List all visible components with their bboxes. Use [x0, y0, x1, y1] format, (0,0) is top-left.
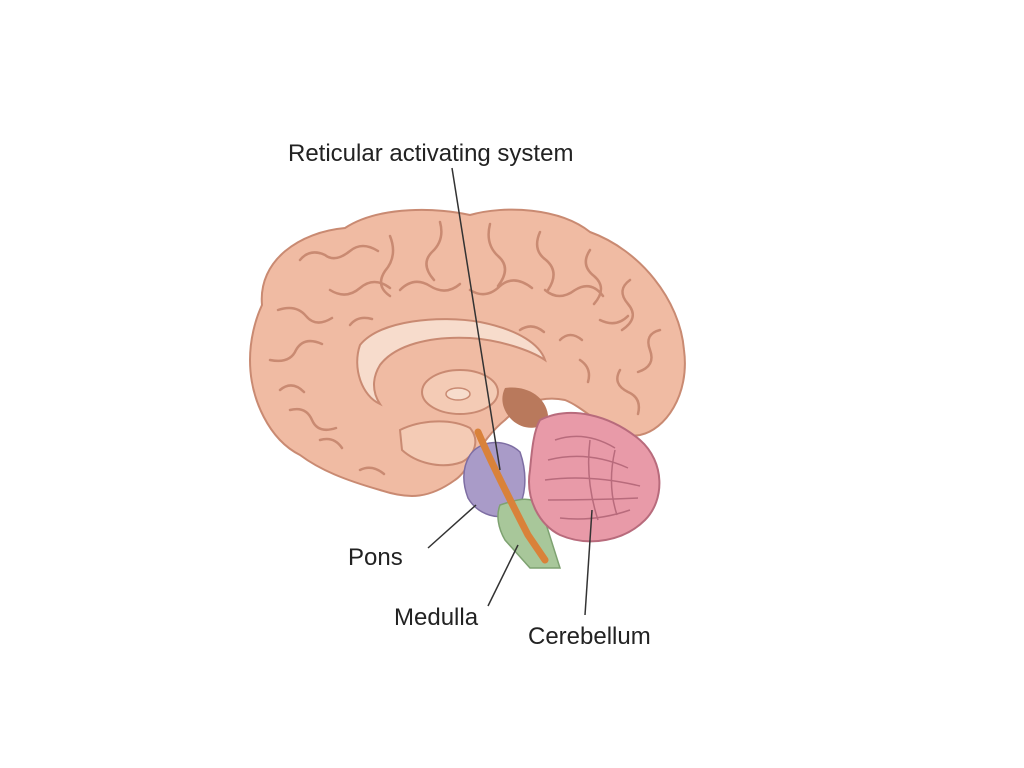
- reticular-activating-system-structure: [474, 428, 549, 564]
- thalamus-inner: [445, 387, 471, 401]
- label-medulla: Medulla: [394, 604, 479, 631]
- leader-lines: [427, 167, 593, 616]
- label-cerebellum: Cerebellum: [528, 623, 651, 650]
- hypothalamus: [398, 420, 477, 467]
- medulla-leader-line: [487, 544, 519, 607]
- pons-leader-line: [427, 504, 477, 549]
- corpus-callosum: [356, 318, 547, 407]
- gyri-folds: [268, 220, 662, 476]
- cerebellum-folia: [544, 435, 641, 521]
- label-pons: Pons: [348, 544, 403, 571]
- label-reticular-activating-system: Reticular activating system: [288, 140, 574, 167]
- ras-leader-line: [451, 167, 501, 471]
- midbrain-dark-region: [502, 387, 548, 428]
- cerebellum-leader-line: [584, 509, 593, 616]
- cerebellum-structure: [528, 412, 661, 543]
